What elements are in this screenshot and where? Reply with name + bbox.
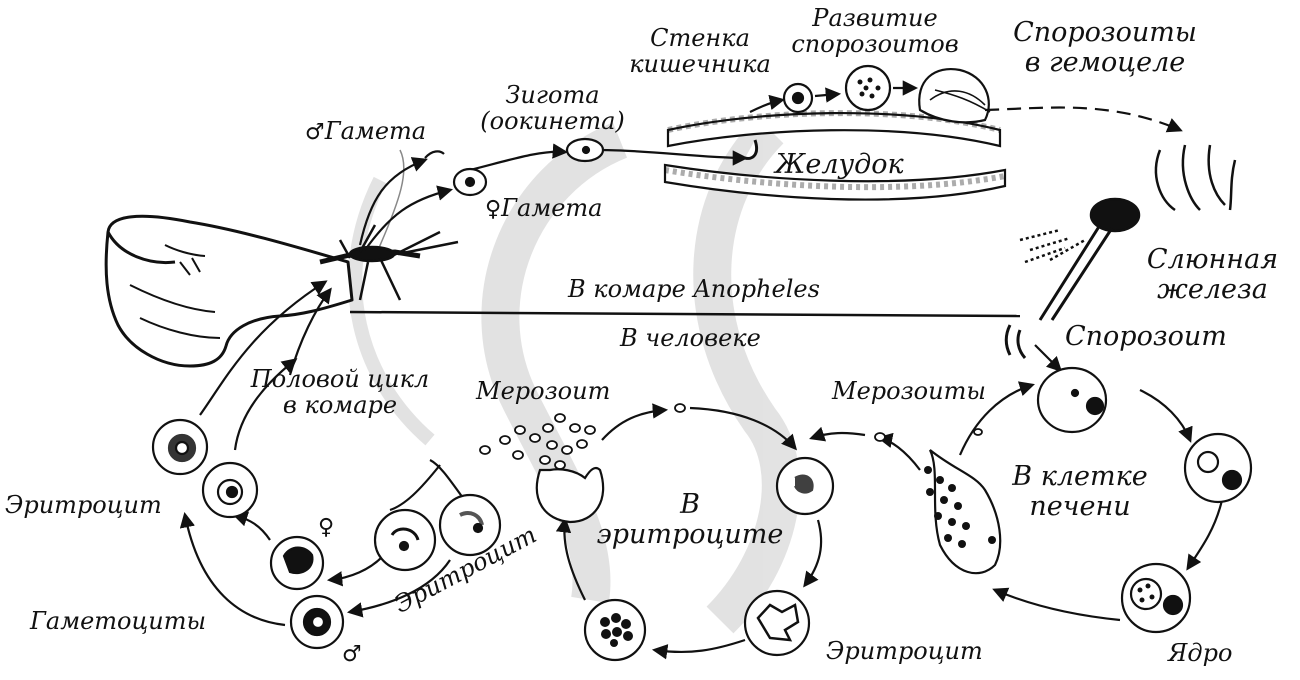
sexual-cycle-line2: в комаре	[282, 391, 398, 419]
label-gut-wall: Стенка кишечника	[625, 25, 775, 77]
label-in-erythrocyte: В эритроците	[585, 490, 795, 550]
sporozoite-dev-line2: спорозоитов	[791, 30, 959, 58]
gut-wall-line1: Стенка	[650, 24, 750, 52]
label-sexual-cycle: Половой цикл в комаре	[240, 366, 440, 418]
gametocyte-female	[269, 535, 325, 591]
male-gamete-text: Гамета	[324, 117, 427, 145]
female-symbol-icon: ♀	[485, 197, 502, 222]
label-gametocytes: Гаметоциты	[30, 607, 207, 635]
watermark-logo	[348, 116, 800, 634]
liver-cell-2	[1183, 432, 1253, 504]
female-gametocyte-symbol-icon: ♀	[318, 515, 335, 540]
liver-line2: печени	[1029, 491, 1131, 522]
female-gamete-text: Гамета	[501, 194, 603, 222]
liver-cell-1	[1036, 366, 1108, 434]
label-male-gamete: ♂Гамета	[305, 118, 426, 146]
rbc-ring-2	[438, 493, 502, 557]
mosquito-gut-diagram	[663, 64, 1183, 201]
label-nucleus: Ядро	[1168, 639, 1233, 667]
label-sporozoites-hemocoel: Спорозоиты в гемоцеле	[995, 18, 1215, 78]
label-merozoites: Мерозоиты	[832, 377, 986, 405]
male-symbol-icon: ♂	[305, 120, 325, 145]
gametocyte-male	[289, 594, 345, 650]
label-sporozoite-development: Развитие спорозоитов	[780, 5, 970, 57]
rbc-schizont	[583, 598, 647, 662]
zygote-line2: (оокинета)	[480, 107, 625, 135]
hemocoel-line2: в гемоцеле	[1024, 47, 1186, 78]
hand-icon	[104, 214, 354, 368]
salivary-gland-icon	[1004, 144, 1237, 359]
cells	[151, 137, 1253, 662]
label-in-mosquito: В комаре Anopheles	[568, 275, 820, 303]
sexual-cycle-line1: Половой цикл	[250, 365, 430, 393]
label-erythrocyte-bottom: Эритроцит	[826, 637, 983, 665]
label-in-human: В человеке	[620, 324, 761, 352]
rbc-ring-right	[775, 456, 835, 516]
mosquito-icon	[319, 149, 459, 301]
rbc-schizont-burst	[535, 466, 605, 524]
arrows-sexual-cycle	[199, 80, 919, 451]
label-in-liver-cell: В клетке печени	[1005, 462, 1155, 522]
divider-line	[349, 310, 1021, 318]
label-female-gamete: ♀Гамета	[485, 195, 603, 223]
in-rbc-line1: В	[680, 489, 700, 520]
liver-line1: В клетке	[1012, 461, 1148, 492]
rbc-ring-1	[373, 508, 437, 572]
in-rbc-line2: эритроците	[596, 519, 784, 550]
label-stomach: Желудок	[775, 149, 904, 180]
male-gametocyte-symbol-icon: ♂	[342, 642, 362, 667]
salivary-line2: железа	[1157, 274, 1268, 305]
hemocoel-line1: Спорозоиты	[1013, 17, 1197, 48]
merozoites-cluster	[479, 403, 983, 470]
zygote-line1: Зигота	[505, 81, 600, 109]
label-sporozoite: Спорозоит	[1065, 321, 1227, 352]
liver-cell-3	[1120, 562, 1192, 634]
salivary-line1: Слюнная	[1146, 244, 1279, 275]
label-merozoite: Мерозоит	[476, 377, 611, 405]
gut-wall-line2: кишечника	[629, 50, 771, 78]
rbc-top-left	[151, 418, 209, 476]
rbc-left	[201, 461, 259, 519]
sporozoite-dev-line1: Развитие	[812, 4, 938, 32]
label-salivary-gland: Слюнная железа	[1130, 245, 1295, 305]
liver-cell-burst	[924, 449, 1002, 575]
rbc-amoeboid	[743, 589, 811, 657]
label-erythrocyte-left: Эритроцит	[5, 491, 162, 519]
label-zygote: Зигота (оокинета)	[465, 82, 640, 134]
